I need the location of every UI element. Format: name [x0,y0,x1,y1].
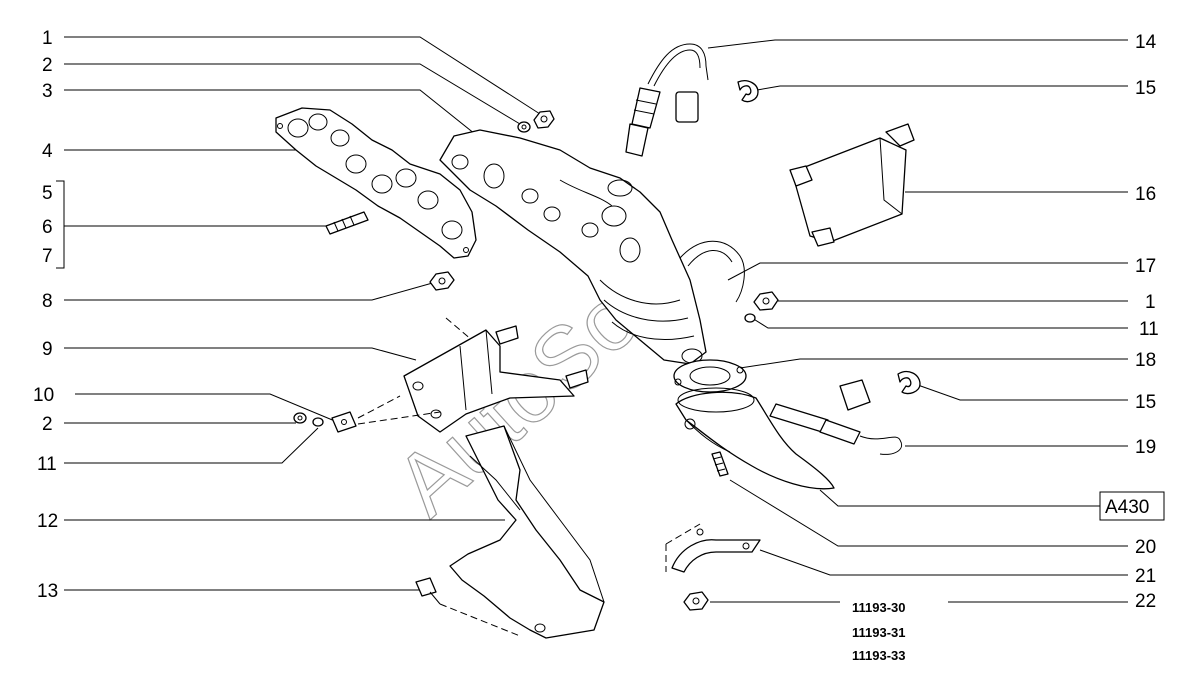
part-12-lower-shield [449,425,605,639]
part-14-oxygen-sensor [625,43,709,157]
part-4-gasket [275,107,477,259]
reference-box-label: A430 [1105,497,1149,518]
part-21-clamp [665,523,761,573]
callout-11b: 11 [1139,319,1159,340]
callout-9: 9 [42,339,53,360]
callout-15: 15 [1135,78,1156,99]
catalog-code-1: 11193-30 [852,600,906,615]
part-15b-clip [897,370,921,395]
part-18-gasket [673,359,747,393]
callout-14: 14 [1135,32,1157,53]
part-9-bracket [403,325,589,433]
leader-dash-13 [439,603,521,637]
part-11b-washer [744,313,756,323]
part-1b-nut [753,291,779,311]
part-15-clip [737,80,759,103]
callout-13: 13 [37,581,58,602]
part-17-bracket [679,240,745,303]
callout-22: 22 [1135,591,1156,612]
catalog-code-3: 11193-33 [852,648,906,663]
callout-1b: 1 [1145,292,1156,313]
callout-16: 16 [1135,184,1156,205]
callout-12: 12 [37,511,58,532]
part-11-washer [312,417,324,427]
callout-20: 20 [1135,537,1156,558]
part-2b-washer [293,412,307,424]
callout-4: 4 [42,141,53,162]
leader-dash-10 [357,395,441,425]
reference-box [1099,491,1165,521]
part-16-heat-shield [789,123,915,247]
part-8-nut [429,271,455,291]
part-19-oxygen-sensor [769,379,902,455]
leader-lines [64,36,1128,603]
callout-6: 6 [42,217,53,238]
callout-8: 8 [42,291,53,312]
callout-15b: 15 [1135,392,1156,413]
callout-5: 5 [42,183,53,204]
callout-17: 17 [1135,256,1156,277]
part-a430-down-pipe [675,387,835,490]
part-1-nut [533,110,555,129]
callout-10: 10 [33,385,54,406]
callout-2: 2 [42,55,53,76]
callout-21: 21 [1135,566,1156,587]
part-3-exhaust-manifold [439,129,707,365]
part-20-stud [711,451,729,477]
part-6-stud [325,211,369,235]
part-2-washer [517,121,531,133]
part-13-bolt [415,577,441,605]
leader-dash-8 [445,317,487,353]
callouts-left: 1 2 3 4 5 6 7 8 9 10 2 11 12 13 [33,28,58,602]
callout-1: 1 [42,28,53,49]
part-22-nut [683,591,709,611]
callout-2b: 2 [42,414,53,435]
part-10-bolt [331,411,357,433]
callout-19: 19 [1135,437,1156,458]
callout-18: 18 [1135,350,1156,371]
callouts-right: 14 15 16 17 1 11 18 15 19 20 21 22 [1135,32,1159,612]
callout-7: 7 [42,246,53,267]
catalog-code-2: 11193-31 [852,625,906,640]
bracket-5-7 [56,180,65,269]
callout-11: 11 [37,454,57,475]
callout-3: 3 [42,81,53,102]
